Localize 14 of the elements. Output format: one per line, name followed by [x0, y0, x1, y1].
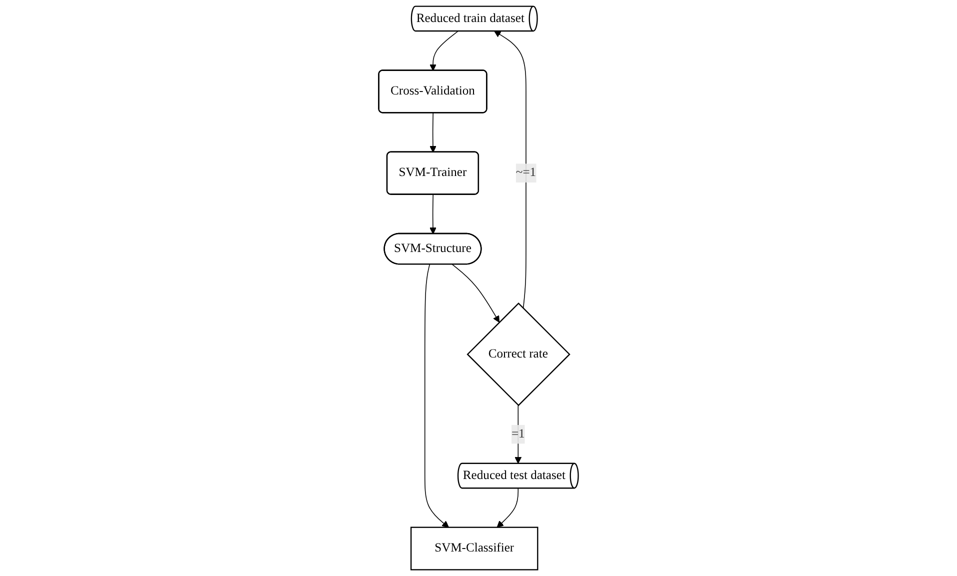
node-box: SVM-Classifier [410, 526, 538, 570]
arrow [496, 488, 519, 528]
arrow [430, 30, 459, 71]
arrow [430, 112, 436, 153]
node-text: Reduced test dataset [462, 468, 566, 482]
edge-label: ~=1 [516, 166, 536, 180]
arrow [430, 194, 436, 234]
arrow [452, 264, 500, 323]
arrow [424, 264, 449, 528]
edge-label: =1 [511, 427, 525, 441]
arrow [494, 30, 526, 309]
arrow [514, 404, 522, 464]
node-diamond: Correct rate [466, 302, 570, 406]
node-text: Reduced train dataset [416, 12, 524, 25]
